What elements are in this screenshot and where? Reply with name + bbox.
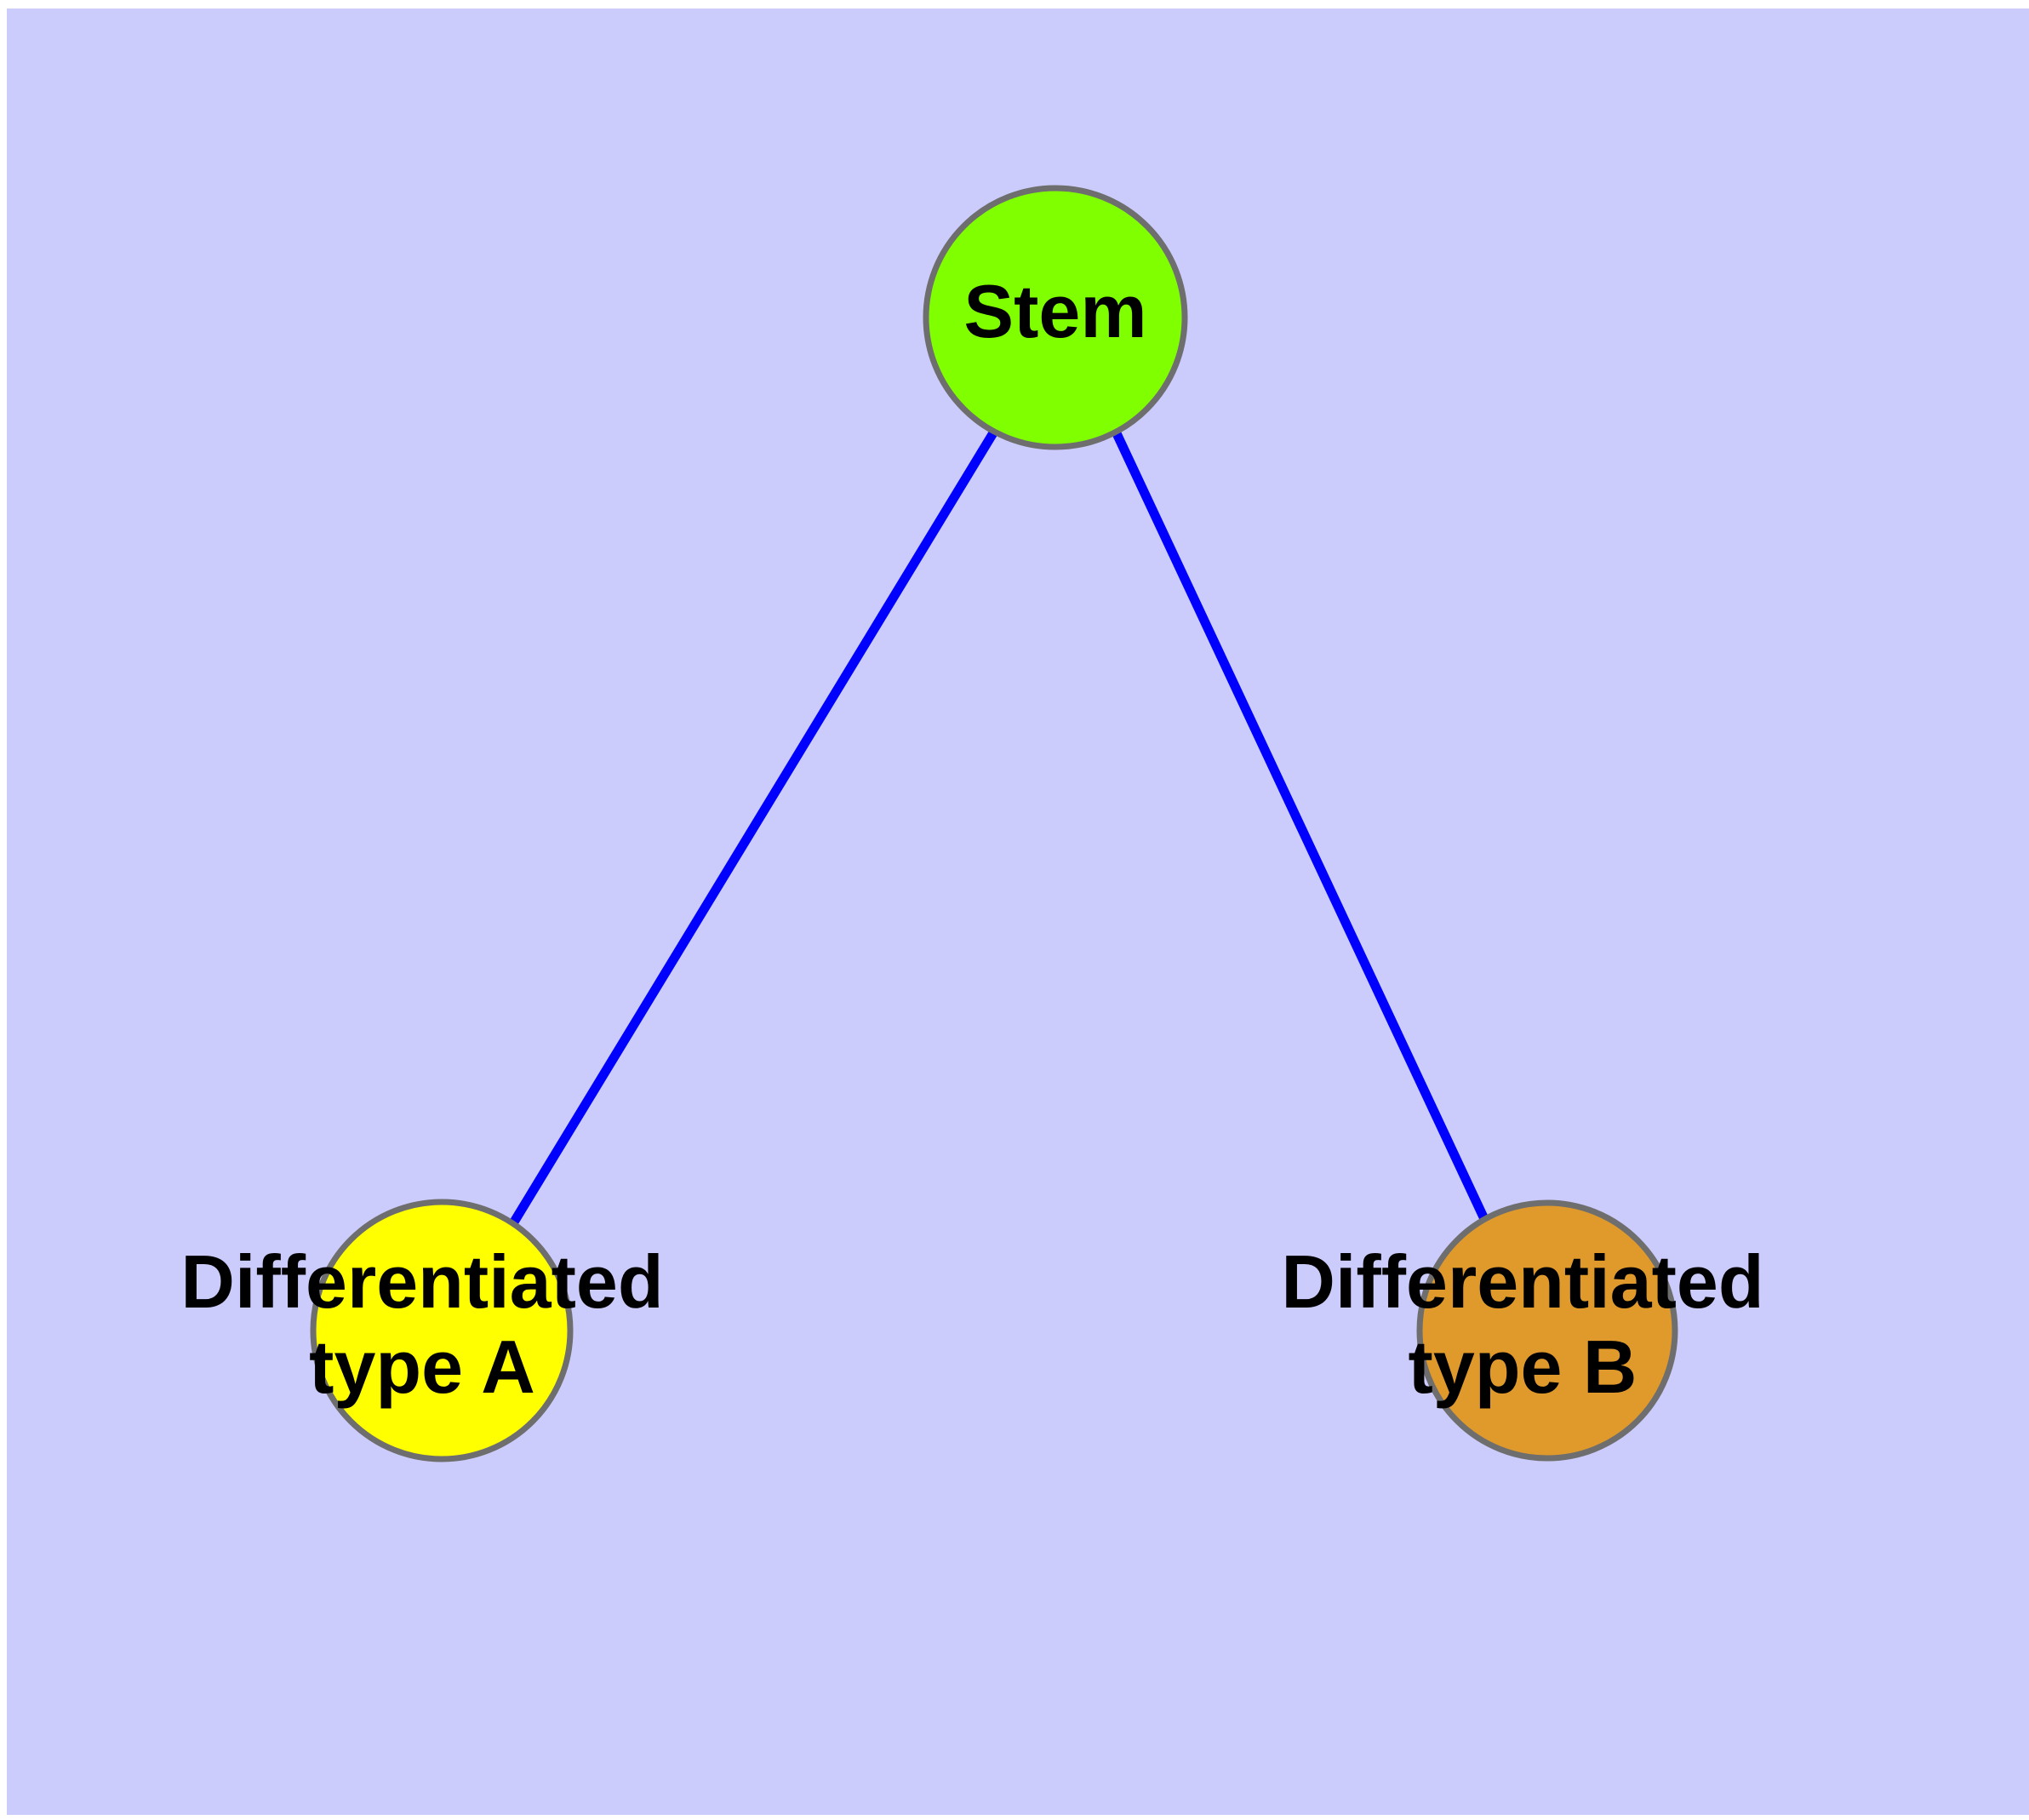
node-label-line: Stem [963,269,1146,353]
edges-layer [506,429,1489,1230]
node-label-line: type B [1409,1325,1637,1409]
node-label-line: Differentiated [1281,1239,1763,1324]
node-circle-diff-a[interactable] [310,1199,574,1462]
node-circle-diff-b[interactable] [1416,1199,1678,1462]
nodes-layer [310,185,1678,1462]
node-label-line: Differentiated [180,1239,663,1324]
node-label-line: type A [309,1325,535,1409]
edge-stem-diff-b[interactable] [1112,429,1489,1223]
edge-stem-diff-a[interactable] [506,429,998,1230]
node-label-stem: Stem [963,269,1146,353]
node-circle-stem[interactable] [923,185,1188,450]
